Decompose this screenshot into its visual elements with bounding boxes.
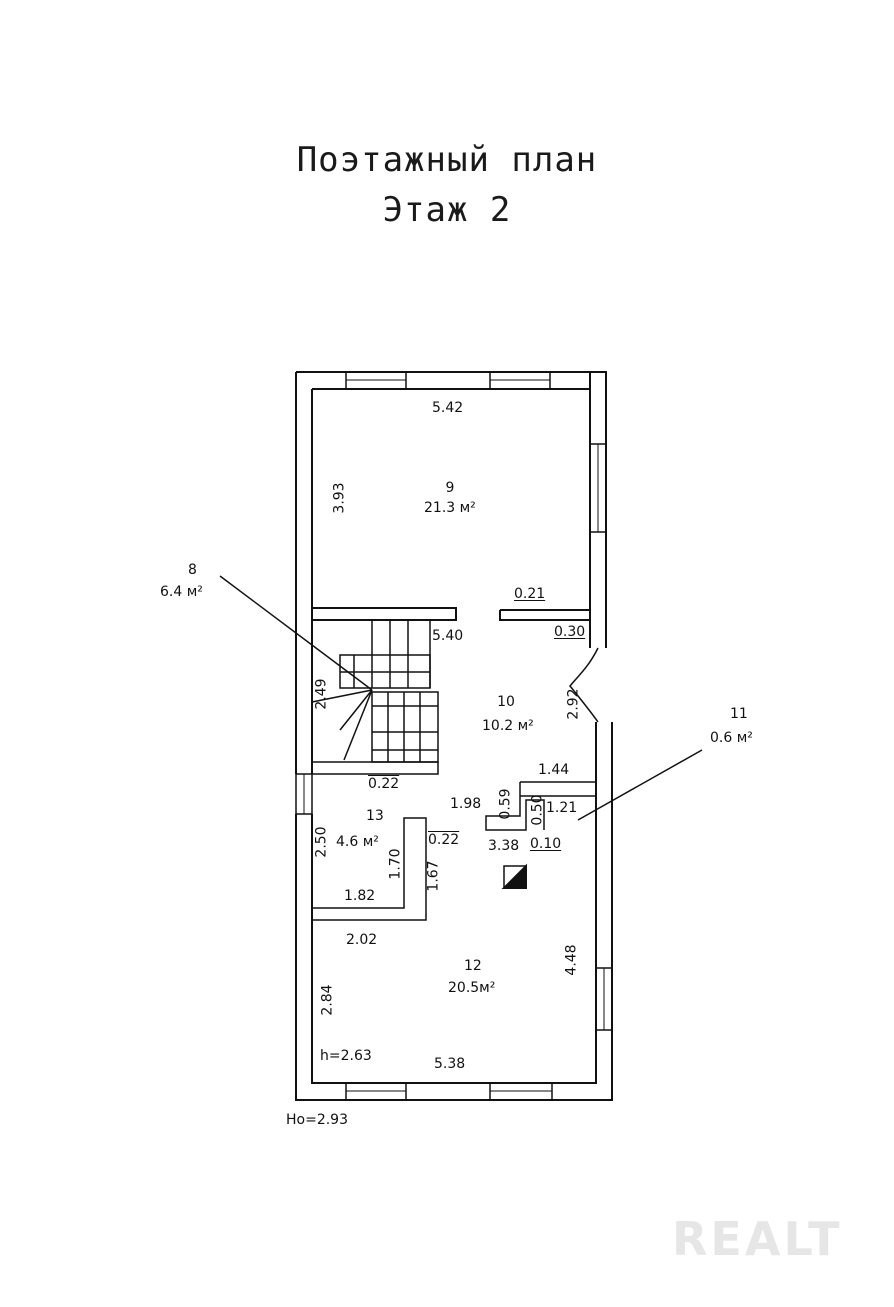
leader-room-11 bbox=[577, 749, 703, 821]
dim-2-84: 2.84 bbox=[319, 984, 336, 1016]
door-arc bbox=[569, 647, 599, 723]
dim-5-40: 5.40 bbox=[432, 628, 464, 644]
plan-title: Поэтажный план bbox=[296, 140, 598, 180]
dim-0-30: 0.30 bbox=[554, 624, 586, 640]
bath-partition bbox=[485, 781, 596, 831]
dim-0-59: 0.59 bbox=[497, 788, 514, 820]
ceiling-height: h=2.63 bbox=[320, 1048, 372, 1064]
dim-5-42: 5.42 bbox=[432, 400, 464, 416]
dim-1-67: 1.67 bbox=[425, 860, 442, 892]
dim-2-02: 2.02 bbox=[346, 932, 378, 948]
leader-room-8 bbox=[219, 575, 373, 691]
room-10-number: 10 bbox=[497, 694, 515, 710]
room-9-area: 21.3 м² bbox=[424, 500, 476, 516]
room-11-area: 0.6 м² bbox=[710, 730, 753, 746]
dim-1-21: 1.21 bbox=[546, 800, 578, 816]
dim-1-44: 1.44 bbox=[538, 762, 570, 778]
dim-0-22-b: 0.22 bbox=[428, 832, 460, 848]
stair-landing bbox=[312, 761, 439, 775]
partition-right-stub bbox=[499, 609, 590, 621]
floor-subtitle: Этаж 2 bbox=[382, 190, 512, 230]
dim-0-50: 0.50 bbox=[529, 794, 546, 826]
dim-2-49: 2.49 bbox=[313, 678, 330, 710]
outer-wall-lower bbox=[295, 722, 613, 1101]
room-9-number: 9 bbox=[445, 480, 455, 496]
floor-height: Но=2.93 bbox=[286, 1112, 348, 1128]
outer-wall bbox=[295, 371, 607, 774]
room-10-area: 10.2 м² bbox=[482, 718, 534, 734]
room-13-number: 13 bbox=[366, 808, 384, 824]
room-11-number: 11 bbox=[730, 706, 748, 722]
dim-2-92: 2.92 bbox=[565, 688, 582, 720]
room-8-area: 6.4 м² bbox=[160, 584, 203, 600]
room-8-number: 8 bbox=[188, 562, 197, 578]
dim-1-98: 1.98 bbox=[450, 796, 482, 812]
dim-0-10: 0.10 bbox=[530, 836, 562, 852]
dim-1-82: 1.82 bbox=[344, 888, 376, 904]
partition-stair-top bbox=[312, 607, 457, 621]
dim-1-70: 1.70 bbox=[387, 848, 404, 880]
partition-room-13 bbox=[312, 817, 427, 921]
realt-watermark: REALT bbox=[672, 1212, 843, 1266]
dim-4-48: 4.48 bbox=[563, 944, 580, 976]
dim-3-38: 3.38 bbox=[488, 838, 520, 854]
dim-0-21: 0.21 bbox=[514, 586, 546, 602]
staircase bbox=[311, 620, 439, 763]
room-13-area: 4.6 м² bbox=[336, 834, 379, 850]
dim-3-93: 3.93 bbox=[331, 482, 348, 514]
dim-5-38: 5.38 bbox=[434, 1056, 466, 1072]
dim-0-22-a: 0.22 bbox=[368, 776, 400, 792]
room-12-area: 20.5м² bbox=[448, 980, 496, 996]
room-12-number: 12 bbox=[464, 958, 482, 974]
dim-2-50: 2.50 bbox=[313, 826, 330, 858]
